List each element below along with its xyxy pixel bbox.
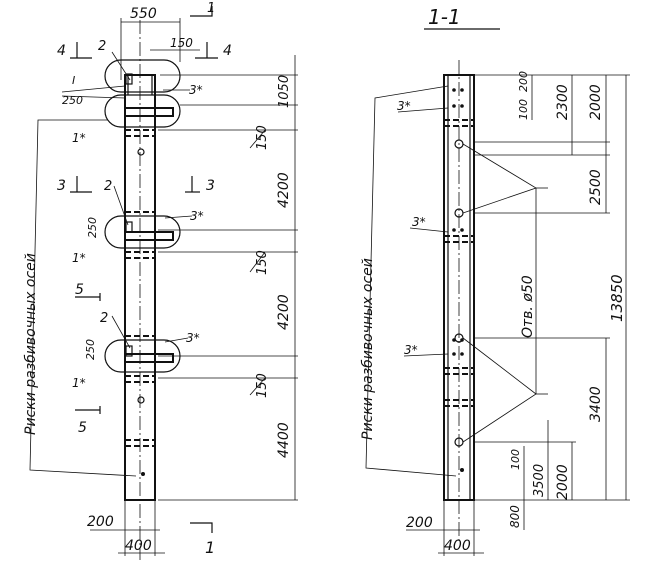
axis-marks-leader-right (365, 85, 457, 477)
section-3-right: 3 (206, 178, 215, 194)
dim-150-top: 150 (170, 36, 193, 50)
leader (164, 337, 189, 343)
plate-top (124, 107, 174, 117)
leader (111, 51, 131, 81)
console-oval-top (104, 59, 181, 93)
hole-label: Отв. ø50 (520, 275, 536, 338)
dim-4200-b: 4200 (276, 294, 292, 330)
bolt-dot (452, 88, 456, 92)
axis-marks-label-left: Риски разбивочных осей (23, 253, 39, 435)
console-oval-top-2 (104, 94, 181, 128)
dim-100-right-top: 100 (517, 99, 530, 120)
callout-3-mid: 3* (190, 209, 204, 223)
dim-200-left: 200 (87, 514, 114, 530)
dim-2300: 2300 (555, 84, 571, 120)
section-1-1: 1-1 От (360, 5, 630, 556)
section-3-left: 3 (57, 178, 66, 194)
bolt-dot (460, 88, 464, 92)
callout-2-mid: 2 (104, 179, 112, 194)
section-4-left: 4 (57, 43, 66, 59)
hole (137, 396, 145, 404)
dim-800: 800 (508, 505, 522, 528)
leader (111, 315, 131, 349)
callout-3-top: 3* (189, 83, 203, 97)
bolt-dot (460, 352, 464, 356)
dim-4400: 4400 (276, 422, 292, 458)
leader (164, 215, 193, 219)
callout-2-low: 2 (100, 311, 108, 326)
section-4-right: 4 (223, 43, 232, 59)
leader (249, 251, 266, 273)
callout-3-right-low: 3* (404, 343, 418, 357)
callout-1-low: 1* (72, 376, 86, 390)
bolt-dot (460, 104, 464, 108)
section-arrow-1-top (190, 6, 213, 17)
bolt-dot (452, 104, 456, 108)
dim-4200-a: 4200 (276, 172, 292, 208)
small-part-mid (125, 221, 133, 233)
dim-550: 550 (130, 6, 157, 22)
dim-3500: 3500 (532, 464, 547, 497)
dim-200-right: 200 (406, 515, 433, 531)
hole (137, 148, 145, 156)
leader (397, 107, 449, 113)
dim-2000-bottom: 2000 (555, 464, 571, 500)
callout-1-mid: 1* (72, 251, 86, 265)
leader (113, 185, 129, 226)
section-1-top: 1 (207, 1, 215, 16)
dim-13850: 13850 (608, 274, 626, 322)
dim-100-right-bottom: 100 (509, 449, 522, 470)
section-5-bottom: 5 (78, 420, 87, 436)
section-arrow-1-bottom (190, 522, 213, 533)
dim-2000-top: 2000 (588, 84, 604, 120)
left-elevation: 550 150 1 1 4 4 3 3 5 5 2 2 2 3 (23, 1, 298, 560)
callout-3-low: 3* (186, 331, 200, 345)
bolt-dot (460, 228, 464, 232)
callout-2-top: 2 (98, 39, 106, 54)
axis-marks-label-right: Риски разбивочных осей (360, 258, 376, 440)
leader (249, 377, 266, 396)
dim-150-a: 150 (255, 125, 270, 150)
section-5-top: 5 (75, 282, 84, 298)
axis-marks-leader-left (29, 119, 137, 477)
dim-1050: 1050 (277, 75, 292, 108)
console-oval-mid (104, 215, 181, 249)
callout-3-right-top: 3* (397, 99, 411, 113)
axis-mark (141, 472, 145, 476)
dim-2500: 2500 (588, 169, 604, 205)
plate-low (124, 353, 174, 363)
dim-400-left: 400 (125, 538, 152, 554)
plate-mid (124, 231, 174, 241)
ext-line (61, 95, 126, 99)
dim-150-b: 150 (255, 250, 270, 275)
dim-150-c: 150 (255, 373, 270, 398)
leader (249, 129, 266, 149)
section-1-bottom: 1 (205, 538, 215, 557)
bolt-dot (452, 352, 456, 356)
dim-400-right: 400 (444, 538, 471, 554)
ext-line (61, 85, 126, 93)
axis-mark-right (460, 468, 464, 472)
leader (403, 353, 449, 357)
small-part-top (125, 73, 133, 85)
dim-250-mid: 250 (86, 217, 99, 238)
dim-200-right-top: 200 (517, 71, 530, 92)
bolt-dot (452, 228, 456, 232)
callout-3-right-mid: 3* (412, 215, 426, 229)
dim-250-low: 250 (84, 339, 97, 360)
callout-roman-1: I (72, 74, 75, 87)
dim-250-top: 250 (62, 94, 83, 107)
leader (409, 227, 449, 233)
section-title: 1-1 (428, 5, 461, 29)
callout-1-top: 1* (72, 131, 86, 145)
dim-3400: 3400 (588, 386, 604, 422)
